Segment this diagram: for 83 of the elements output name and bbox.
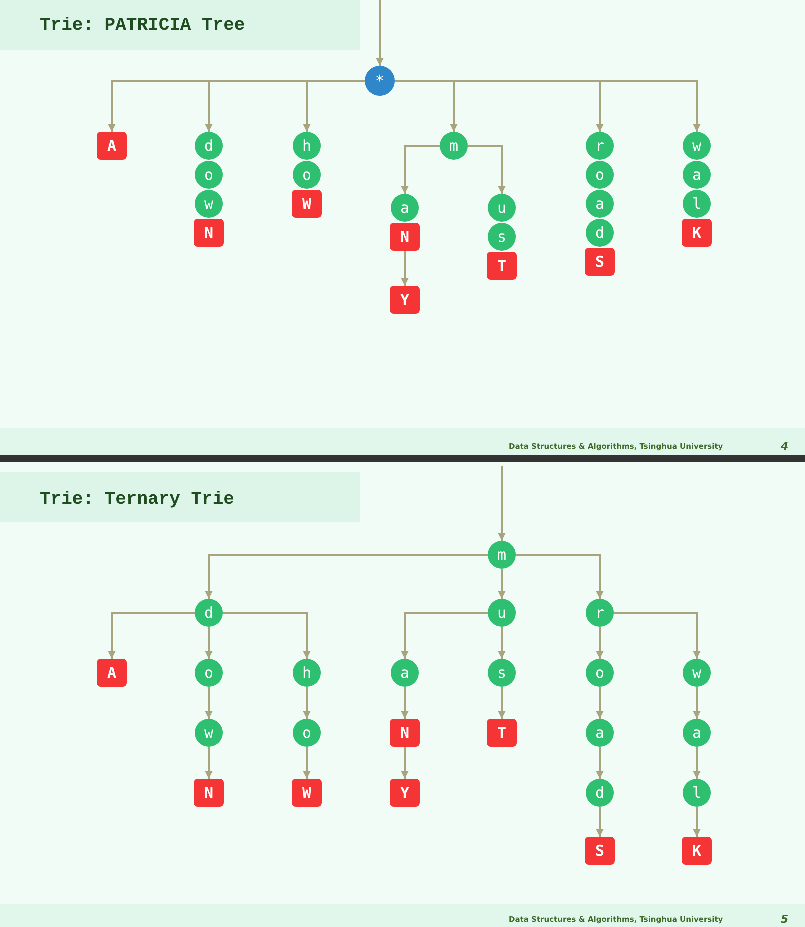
arrow [303,687,311,719]
letter-circle: a [586,719,614,747]
letter-circle: o [586,659,614,687]
letter-circle: r [586,132,614,160]
arrow [614,612,701,659]
letter-circle: s [488,659,516,687]
arrow [303,80,365,132]
key-box: N [390,719,420,747]
letter-circle: d [195,132,223,160]
letter-circle: o [293,719,321,747]
key-box: K [682,219,712,247]
arrow [596,747,604,779]
arrow [693,807,701,837]
arrow [303,747,311,779]
page-number: 5 [781,913,789,926]
arrow [596,807,604,837]
arrow [516,554,604,599]
arrow [498,466,506,541]
key-box: K [682,837,712,865]
key-box: N [194,779,224,807]
key-box: T [487,719,517,747]
letter-circle: o [293,161,321,189]
arrow [498,687,506,719]
key-box: Y [390,286,420,314]
letter-circle: w [195,719,223,747]
root-circle: * [365,66,395,96]
letter-circle: d [195,599,223,627]
letter-circle: h [293,659,321,687]
letter-circle: l [683,190,711,218]
arrow [498,569,506,599]
slide-title: Trie: Ternary Trie [40,490,234,510]
key-box: A [97,659,127,687]
letter-circle: l [683,779,711,807]
arrow [205,687,213,719]
key-box: T [487,252,517,280]
arrow [223,612,311,659]
letter-circle: d [586,219,614,247]
arrow [395,80,701,132]
letter-circle: d [586,779,614,807]
arrow [401,612,488,659]
letter-circle: s [488,223,516,251]
arrow [205,554,488,599]
letter-circle: w [683,659,711,687]
letter-circle: o [195,161,223,189]
key-box: S [585,837,615,865]
letter-circle: r [586,599,614,627]
letter-circle: m [488,541,516,569]
letter-circle: m [440,132,468,160]
arrow [596,627,604,659]
letter-circle: a [391,659,419,687]
key-box: Y [390,779,420,807]
key-box: W [292,779,322,807]
arrow [205,627,213,659]
letter-circle: u [488,599,516,627]
key-box: N [194,219,224,247]
arrow [693,687,701,719]
arrow [401,251,409,286]
page-number: 4 [781,440,789,453]
arrow [401,687,409,719]
letter-circle: h [293,132,321,160]
arrow [498,627,506,659]
letter-circle: a [683,161,711,189]
key-box: S [585,248,615,276]
letter-circle: u [488,194,516,222]
letter-circle: o [195,659,223,687]
letter-circle: a [391,194,419,222]
arrow [693,747,701,779]
arrow [468,145,506,194]
letter-circle: a [683,719,711,747]
key-box: N [390,223,420,251]
letter-circle: w [195,190,223,218]
key-box: A [97,132,127,160]
arrow [108,612,195,659]
letter-circle: o [586,161,614,189]
arrow [596,687,604,719]
slide-title: Trie: PATRICIA Tree [40,16,246,36]
arrow [376,0,384,66]
key-box: W [292,190,322,218]
arrow [401,145,440,194]
arrow [401,747,409,779]
letter-circle: a [586,190,614,218]
arrow [205,747,213,779]
letter-circle: w [683,132,711,160]
